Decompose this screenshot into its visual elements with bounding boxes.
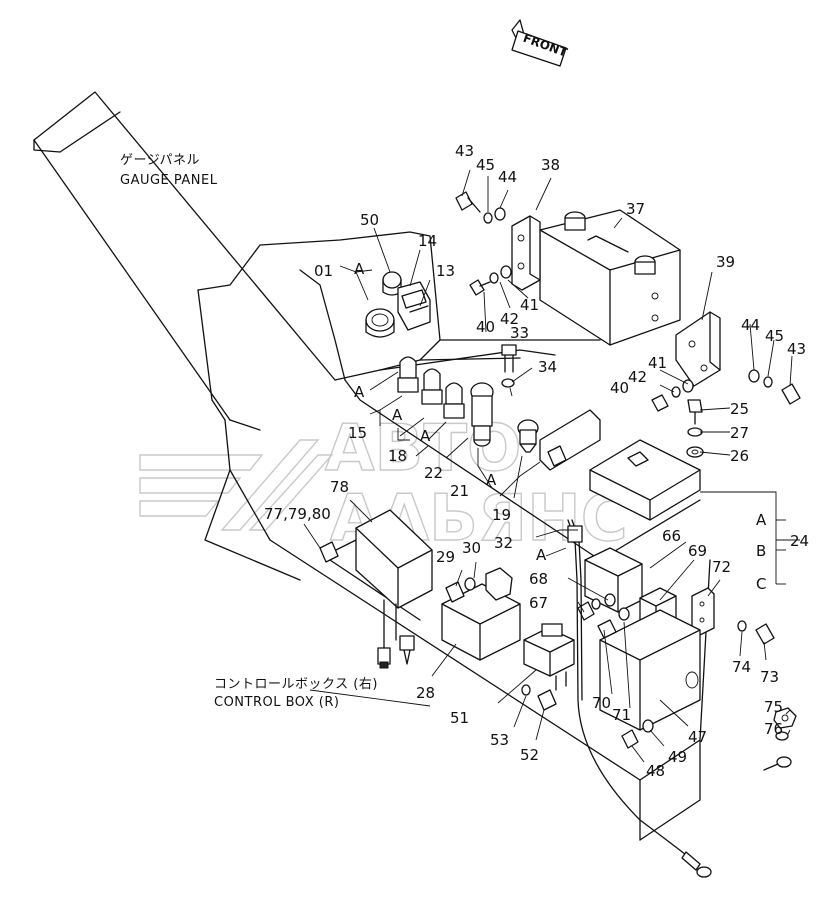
- label-22: 22: [424, 464, 443, 482]
- label-40-right: 40: [610, 379, 629, 397]
- nut-75-icon: [773, 707, 797, 729]
- relay-28-icon: [441, 567, 521, 661]
- knob-15-icon: [397, 356, 419, 393]
- label-27: 27: [730, 424, 749, 442]
- watermark-logo-icon: [139, 439, 334, 531]
- part-labels: 01 50 14 13 15 18 22 21 19 32 33 34 43 4…: [264, 142, 809, 780]
- ref-a-32: A: [536, 546, 547, 564]
- ref-a-18: A: [392, 406, 403, 424]
- ref-a-01: A: [354, 260, 365, 278]
- label-45-top: 45: [476, 156, 495, 174]
- label-37: 37: [626, 200, 645, 218]
- label-73: 73: [760, 668, 779, 686]
- knob-22-icon: [443, 382, 465, 419]
- label-26: 26: [730, 447, 749, 465]
- label-42-right: 42: [628, 368, 647, 386]
- ref-24-c: C: [756, 575, 766, 593]
- label-49: 49: [668, 748, 687, 766]
- label-39: 39: [716, 253, 735, 271]
- label-30: 30: [462, 539, 481, 557]
- label-78: 78: [330, 478, 349, 496]
- label-43-top: 43: [455, 142, 474, 160]
- knob-19-icon: [517, 419, 539, 453]
- label-33: 33: [510, 324, 529, 342]
- label-67: 67: [529, 594, 548, 612]
- label-34: 34: [538, 358, 557, 376]
- bolt-33-icon: [501, 344, 517, 373]
- label-48: 48: [646, 762, 665, 780]
- leader-lines: [303, 169, 800, 763]
- fasteners-top: [455, 191, 512, 296]
- knob-18-icon: [421, 368, 443, 405]
- ref-24-a: A: [756, 511, 767, 529]
- gauge-panel-caption-en: GAUGE PANEL: [120, 173, 218, 188]
- fasteners-right: [651, 369, 801, 412]
- fasteners-48-49: [621, 719, 654, 749]
- control-box-caption-jp: コントロールボックス (右): [214, 677, 378, 692]
- washer-76-icon: [775, 731, 789, 741]
- label-01: 01: [314, 262, 333, 280]
- label-29: 29: [436, 548, 455, 566]
- label-42-top: 42: [500, 310, 519, 328]
- control-box-caption-en: CONTROL BOX (R): [214, 695, 339, 710]
- label-76: 76: [764, 720, 783, 738]
- label-68: 68: [529, 570, 548, 588]
- terminal-icon: [763, 756, 792, 771]
- label-41-top: 41: [520, 296, 539, 314]
- fasteners-middle: [577, 593, 775, 645]
- label-41-right: 41: [648, 354, 667, 372]
- label-69: 69: [688, 542, 707, 560]
- front-arrow-icon: FRONT: [511, 19, 570, 67]
- relay-51-icon: [523, 623, 575, 691]
- label-74: 74: [732, 658, 751, 676]
- label-15: 15: [348, 424, 367, 442]
- label-52: 52: [520, 746, 539, 764]
- bracket-38-icon: [511, 215, 541, 291]
- washer-34-icon: [501, 378, 515, 388]
- ref-a-22: A: [420, 427, 431, 445]
- label-13: 13: [436, 262, 455, 280]
- label-71: 71: [612, 706, 631, 724]
- bracket-39-icon: [675, 311, 721, 387]
- label-66: 66: [662, 527, 681, 545]
- label-44-top: 44: [498, 168, 517, 186]
- ref-24-b: B: [756, 542, 766, 560]
- label-32: 32: [494, 534, 513, 552]
- ref-a-15: A: [354, 383, 365, 401]
- label-47: 47: [688, 728, 707, 746]
- label-53: 53: [490, 731, 509, 749]
- label-38: 38: [541, 156, 560, 174]
- battery-37-icon: [539, 209, 681, 346]
- label-72: 72: [712, 558, 731, 576]
- knob-21-icon: [470, 382, 494, 447]
- label-24: 24: [790, 532, 809, 550]
- controller-78-icon: [319, 509, 433, 669]
- label-45-right: 45: [765, 327, 784, 345]
- relay-block-24-icon: [539, 409, 701, 521]
- label-14: 14: [418, 232, 437, 250]
- label-70: 70: [592, 694, 611, 712]
- label-77-79-80: 77,79,80: [264, 505, 331, 523]
- gauge-panel-caption-jp: ゲージパネル: [120, 153, 200, 168]
- fasteners-25-27-26: [686, 399, 704, 458]
- label-19: 19: [492, 506, 511, 524]
- label-18: 18: [388, 447, 407, 465]
- key-switch-icon: [365, 308, 395, 338]
- rocker-switch-icon: [397, 281, 431, 331]
- label-25: 25: [730, 400, 749, 418]
- fasteners-52-53: [521, 684, 557, 711]
- reference-letters: A A A A A A A B C: [354, 260, 767, 593]
- ref-a-19: A: [486, 471, 497, 489]
- label-40-top: 40: [476, 318, 495, 336]
- label-51: 51: [450, 709, 469, 727]
- label-44-right: 44: [741, 316, 760, 334]
- label-50: 50: [360, 211, 379, 229]
- label-21: 21: [450, 482, 469, 500]
- label-28: 28: [416, 684, 435, 702]
- label-43-right: 43: [787, 340, 806, 358]
- label-75: 75: [764, 698, 783, 716]
